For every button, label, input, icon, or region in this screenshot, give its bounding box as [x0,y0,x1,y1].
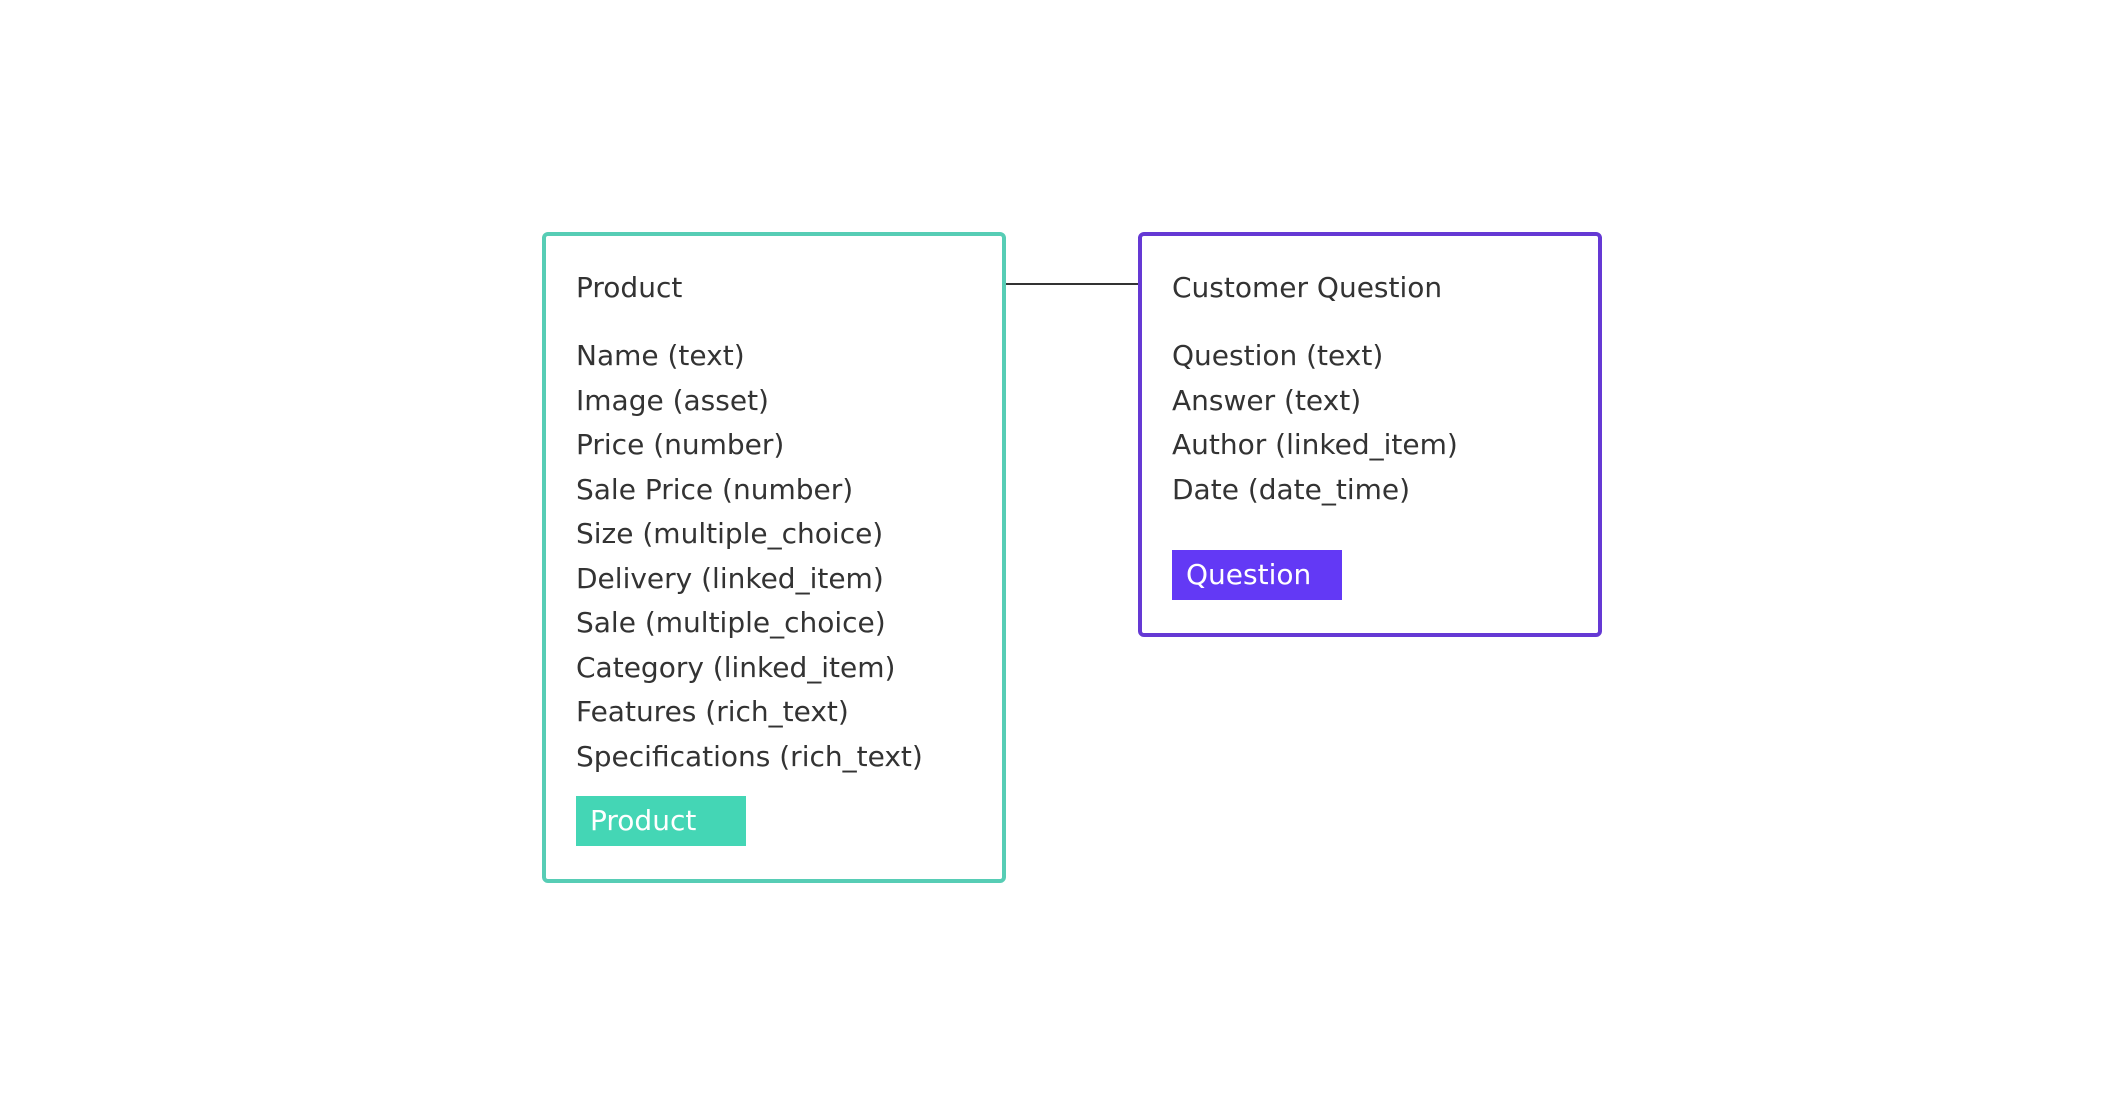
field-item: Sale Price (number) [576,472,854,506]
tag-question[interactable]: Question [1172,550,1342,600]
field-item: Image (asset) [576,383,769,417]
field-item: Size (multiple_choice) [576,517,884,550]
field-item: Delivery (linked_item) [576,561,884,595]
entity-title-product: Product [576,271,683,304]
field-item: Name (text) [576,339,745,372]
field-list-product: Name (text) Image (asset) Price (number)… [576,336,923,781]
field-item: Author (linked_item) [1172,428,1458,461]
entity-title-customer-question: Customer Question [1172,271,1443,304]
field-item: Answer (text) [1172,383,1362,417]
entity-product[interactable]: Product Name (text) Image (asset) Price … [542,232,1006,883]
entity-customer-question[interactable]: Customer Question Question (text) Answer… [1138,232,1602,637]
field-item: Category (linked_item) [576,650,896,684]
field-list-customer-question: Question (text) Answer (text) Author (li… [1172,336,1458,514]
field-item: Price (number) [576,428,785,461]
field-item: Date (date_time) [1172,472,1411,506]
field-item: Specifications (rich_text) [576,739,923,773]
field-item: Question (text) [1172,339,1384,372]
field-item: Features (rich_text) [576,695,849,728]
field-item: Sale (multiple_choice) [576,606,886,639]
tag-product[interactable]: Product [576,796,746,846]
